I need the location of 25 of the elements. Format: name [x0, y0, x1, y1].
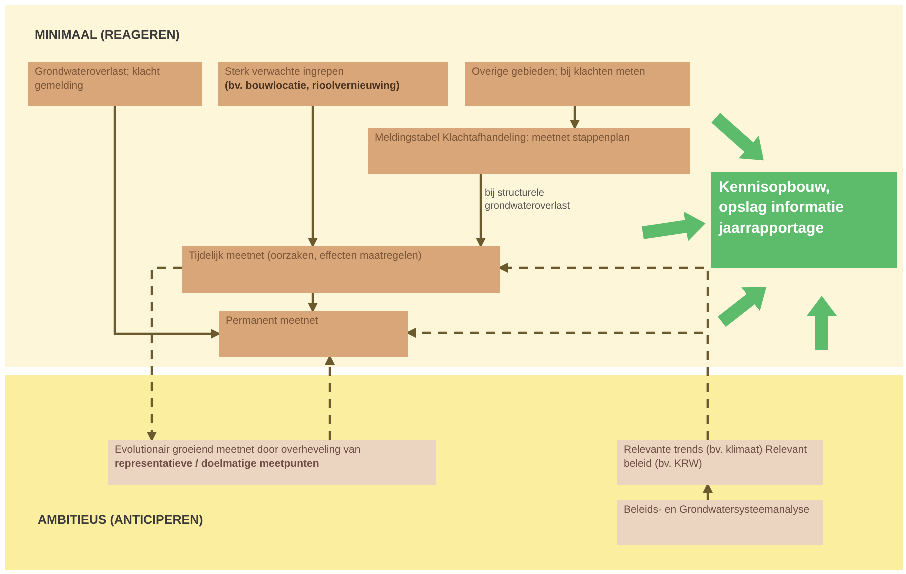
process-box: Overige gebieden; bij klachten meten	[465, 62, 690, 106]
arrow	[570, 106, 580, 130]
process-box: Beleids- en Grondwatersysteemanalyse	[617, 500, 823, 545]
process-box: Sterk verwachte ingrepen (bv. bouwlocatie, rioolvernieuwing)	[218, 62, 448, 106]
arrow	[325, 355, 335, 440]
block-arrow	[718, 287, 767, 328]
process-box: Grondwateroverlast; klacht gemelding	[28, 62, 202, 106]
block-arrow	[712, 113, 764, 161]
arrow	[406, 328, 710, 440]
process-box: Tijdelijk meetnet (oorzaken, effecten maatregelen)	[182, 246, 500, 293]
process-box: Meldingstabel Klachtafhandeling: meetnet stappenplan	[368, 128, 690, 174]
arrow	[114, 106, 221, 339]
result-box: Kennisopbouw, opslag informatie jaarrapportage	[711, 172, 897, 268]
zone-heading: AMBITIEUS (ANTICIPEREN)	[38, 513, 204, 527]
arrow	[308, 293, 318, 313]
arrow	[476, 174, 486, 248]
block-arrow	[807, 296, 837, 350]
process-box: Relevante trends (bv. klimaat) Relevant beleid (bv. KRW)	[617, 440, 823, 485]
process-box: Permanent meetnet	[219, 311, 408, 357]
arrow	[703, 483, 713, 500]
arrow	[308, 106, 318, 248]
arrow	[147, 266, 182, 442]
process-box: Evolutionair groeiend meetnet door overheveling van representatieve / doelmatige meetpunten	[108, 440, 436, 485]
block-arrow	[642, 212, 706, 242]
zone-heading: MINIMAAL (REAGEREN)	[35, 28, 180, 42]
